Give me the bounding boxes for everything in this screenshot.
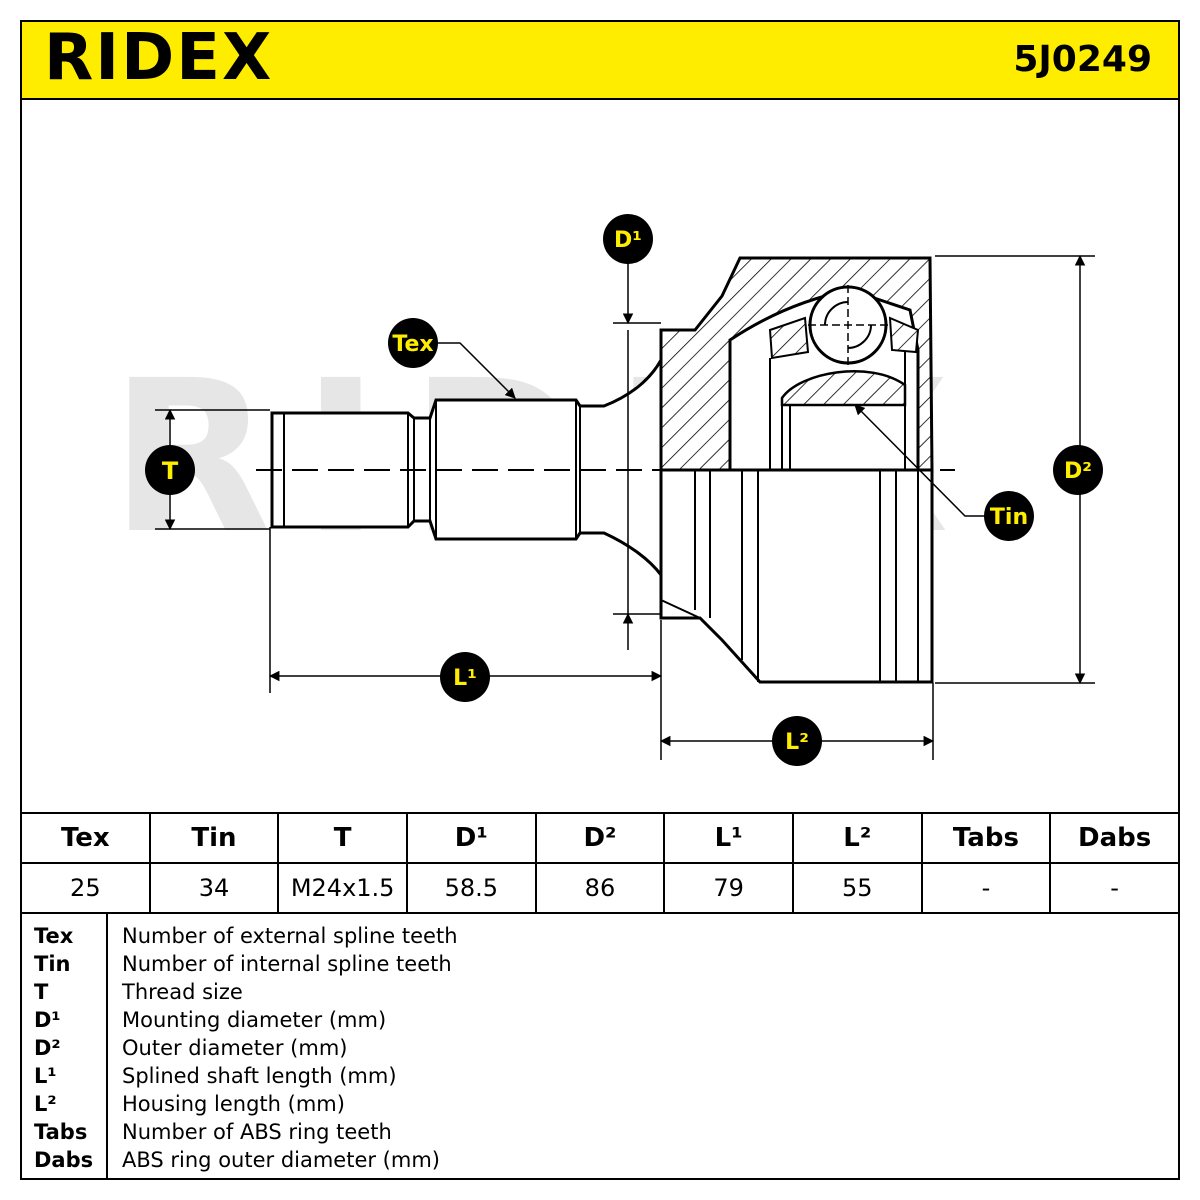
badge-tin: Tin <box>984 491 1034 541</box>
legend-row: Tabs Number of ABS ring teeth <box>22 1118 1178 1146</box>
legend-row: L¹ Splined shaft length (mm) <box>22 1062 1178 1090</box>
badge-tex: Tex <box>388 318 438 368</box>
legend-key: L² <box>34 1092 57 1116</box>
badge-tex-label: Tex <box>392 332 433 357</box>
legend-desc: Outer diameter (mm) <box>122 1036 348 1060</box>
spec-value-cell: - <box>1049 862 1180 914</box>
header-bar <box>20 20 1180 100</box>
spec-value-cell: 79 <box>663 862 794 914</box>
spec-value-cell: M24x1.5 <box>277 862 408 914</box>
brand-logo: RIDEX <box>44 21 274 95</box>
legend-key: L¹ <box>34 1064 57 1088</box>
spec-header-cell: Tin <box>148 812 280 864</box>
legend-divider <box>106 914 108 1178</box>
dimension-lines <box>155 254 1095 760</box>
badge-l1: L¹ <box>440 652 490 702</box>
part-number: 5J0249 <box>1013 39 1152 80</box>
legend-key: Tin <box>34 952 71 976</box>
legend-box: Tex Number of external spline teeth Tin … <box>20 912 1180 1180</box>
spec-value-cell: - <box>920 862 1052 914</box>
legend-key: Tabs <box>34 1120 88 1144</box>
badge-tin-label: Tin <box>990 505 1028 530</box>
spec-header-cell: D¹ <box>405 812 537 864</box>
spec-table: Tex Tin T D¹ D² L¹ L² Tabs Dabs 25 34 M2… <box>20 812 1180 914</box>
spec-value-row: 25 34 M24x1.5 58.5 86 79 55 - - <box>20 862 1180 914</box>
legend-row: Dabs ABS ring outer diameter (mm) <box>22 1146 1178 1174</box>
spec-value-cell: 58.5 <box>405 862 537 914</box>
badge-l2-label: L² <box>785 730 809 755</box>
legend-desc: Splined shaft length (mm) <box>122 1064 397 1088</box>
badge-d1: D¹ <box>603 214 653 264</box>
badge-l1-label: L¹ <box>453 666 477 691</box>
badge-t-label: T <box>162 457 179 485</box>
legend-key: T <box>34 980 49 1004</box>
badge-t: T <box>145 445 195 495</box>
legend-key: Dabs <box>34 1148 94 1172</box>
badge-d2-label: D² <box>1064 459 1092 484</box>
legend-row: D¹ Mounting diameter (mm) <box>22 1006 1178 1034</box>
legend-desc: Number of external spline teeth <box>122 924 458 948</box>
legend-row: Tin Number of internal spline teeth <box>22 950 1178 978</box>
legend-row: T Thread size <box>22 978 1178 1006</box>
spec-header-cell: T <box>277 812 408 864</box>
legend-row: L² Housing length (mm) <box>22 1090 1178 1118</box>
spec-header-cell: Tabs <box>920 812 1052 864</box>
badge-d1-label: D¹ <box>614 228 642 253</box>
legend-row: Tex Number of external spline teeth <box>22 922 1178 950</box>
legend-row: D² Outer diameter (mm) <box>22 1034 1178 1062</box>
spec-header-cell: Tex <box>20 812 151 864</box>
spec-header-cell: L² <box>791 812 923 864</box>
spec-header-cell: Dabs <box>1049 812 1180 864</box>
spec-value-cell: 25 <box>20 862 151 914</box>
badge-d2: D² <box>1053 445 1103 495</box>
legend-desc: Number of ABS ring teeth <box>122 1120 392 1144</box>
legend-desc: Mounting diameter (mm) <box>122 1008 387 1032</box>
legend-key: D² <box>34 1036 61 1060</box>
badge-l2: L² <box>772 716 822 766</box>
legend-desc: Thread size <box>122 980 243 1004</box>
spec-header-cell: L¹ <box>663 812 794 864</box>
spec-header-row: Tex Tin T D¹ D² L¹ L² Tabs Dabs <box>20 812 1180 864</box>
legend-key: Tex <box>34 924 74 948</box>
legend-desc: Housing length (mm) <box>122 1092 345 1116</box>
spec-value-cell: 55 <box>791 862 923 914</box>
spec-header-cell: D² <box>534 812 666 864</box>
technical-drawing: RIDEX <box>110 214 1103 766</box>
legend-desc: Number of internal spline teeth <box>122 952 452 976</box>
spec-value-cell: 34 <box>148 862 280 914</box>
housing <box>659 256 934 684</box>
legend-key: D¹ <box>34 1008 61 1032</box>
legend-desc: ABS ring outer diameter (mm) <box>122 1148 440 1172</box>
spec-value-cell: 86 <box>534 862 666 914</box>
